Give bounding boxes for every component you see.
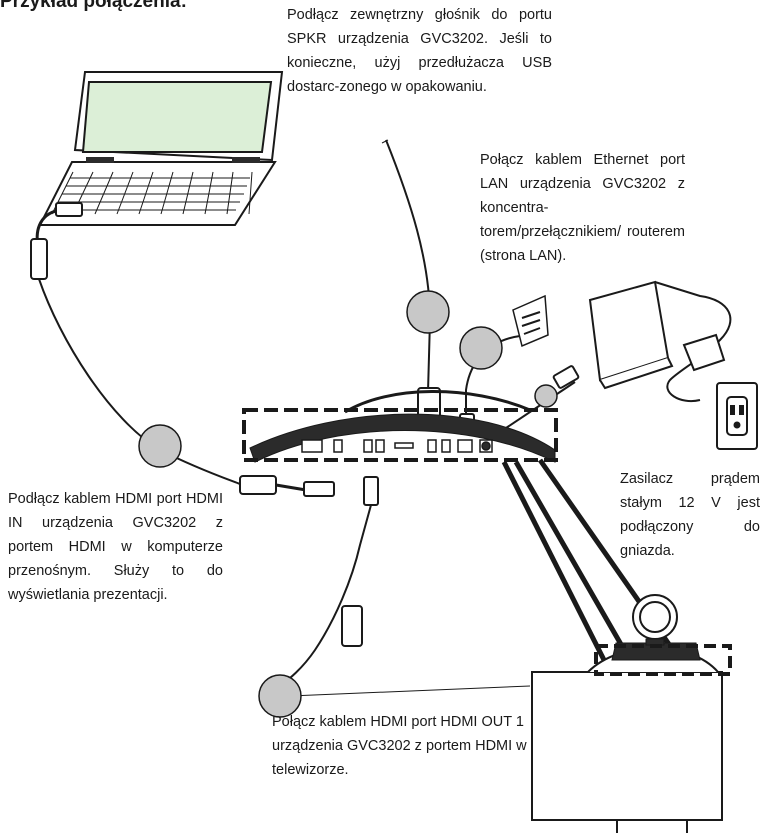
laptop-screen	[81, 81, 273, 153]
laptop-illustration	[38, 71, 284, 226]
hdmi-in-note: Podłącz kablem HDMI port HDMI IN urządze…	[8, 491, 223, 603]
hdmi-out-note: Połącz kablem HDMI port HDMI OUT 1 urząd…	[272, 714, 527, 778]
page-title: Przykład połączenia:	[0, 0, 187, 12]
hdmi-cable-laptop	[30, 202, 335, 497]
speaker-note: Podłącz zewnętrzny głośnik do portu SPKR…	[287, 7, 552, 95]
speaker-cable	[381, 139, 441, 421]
callout-ethernet	[459, 326, 503, 370]
hdmi-cable-tv	[274, 476, 531, 697]
callout-speaker	[406, 290, 450, 334]
callout-circles	[138, 290, 558, 718]
power-supply-note: Zasilacz prądem stałym 12 V jest podłącz…	[620, 471, 760, 559]
ethernet-note: Połącz kablem Ethernet port LAN urządzen…	[480, 152, 685, 264]
callout-power	[534, 384, 558, 408]
callout-hdmi-in	[138, 424, 182, 468]
callout-hdmi-out	[258, 674, 302, 718]
power-adapter	[499, 280, 732, 433]
gvc3202-device	[242, 390, 558, 463]
television	[531, 594, 732, 833]
wall-outlet	[716, 382, 758, 450]
